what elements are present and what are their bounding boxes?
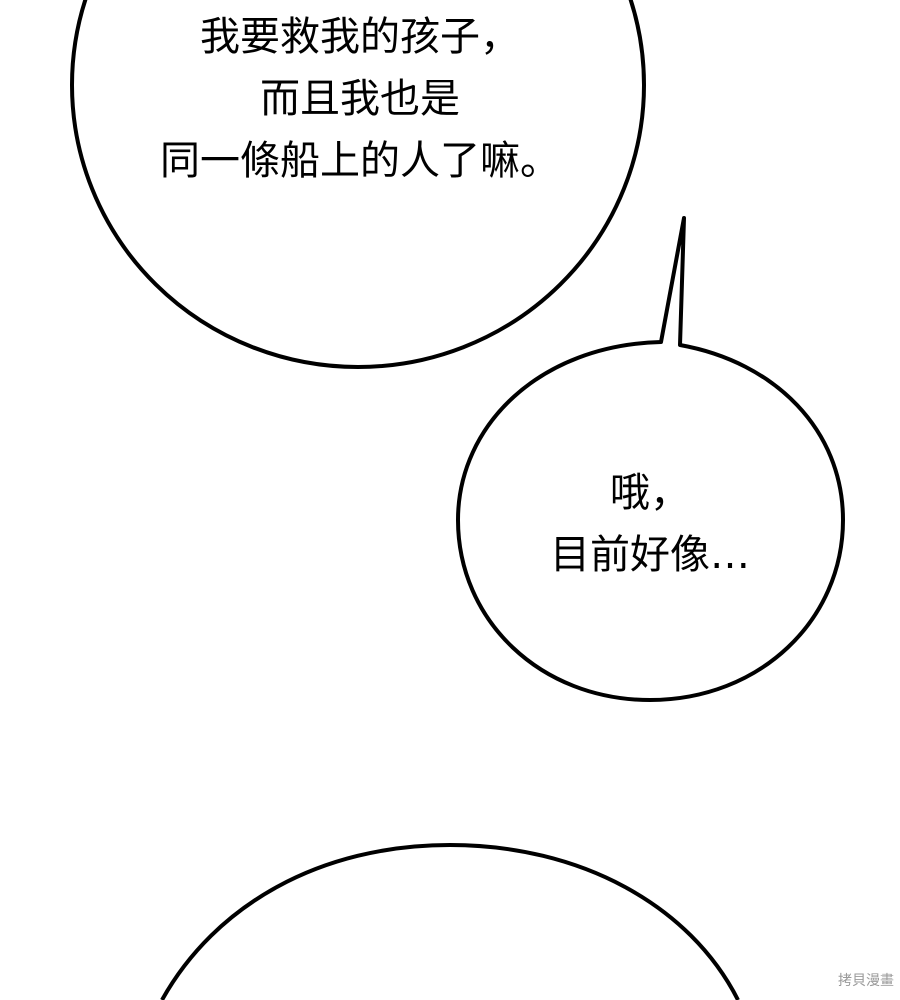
bubble-1-dialogue: 我要救我的孩子， 而且我也是 同一條船上的人了嘛。 <box>100 6 620 192</box>
speech-bubble-1 <box>70 0 646 369</box>
watermark: 拷貝漫畫 <box>838 973 894 989</box>
dialogue-line: 目前好像… <box>550 532 750 578</box>
dialogue-line: 而且我也是 <box>260 76 460 122</box>
bubble-2-dialogue: 哦， 目前好像… <box>480 462 820 586</box>
dialogue-line: 哦， <box>610 470 690 516</box>
dialogue-line: 我要救我的孩子， <box>200 14 520 60</box>
speech-bubble-2 <box>456 216 845 702</box>
speech-bubble-3 <box>160 842 740 1000</box>
dialogue-line: 同一條船上的人了嘛。 <box>160 138 560 184</box>
